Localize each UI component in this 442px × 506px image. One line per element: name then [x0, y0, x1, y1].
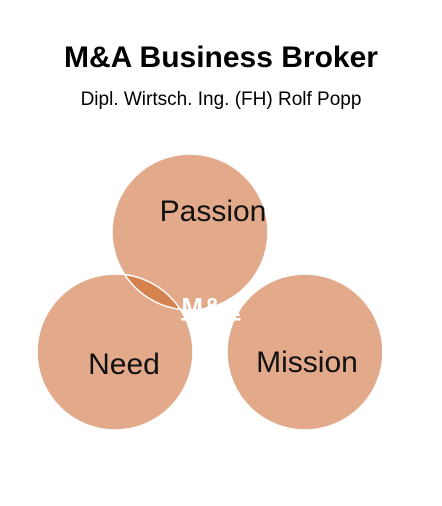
label-passion: Passion [160, 195, 267, 228]
label-need: Need [88, 348, 160, 381]
circle-need [37, 274, 193, 430]
page-subtitle: Dipl. Wirtsch. Ing. (FH) Rolf Popp [80, 89, 362, 110]
center-label: M&A [181, 292, 240, 322]
circle-mission [227, 274, 383, 430]
circle-passion [112, 154, 268, 310]
label-mission: Mission [256, 346, 358, 379]
outline-mission [226, 273, 384, 431]
page-title: M&A Business Broker [64, 41, 378, 74]
outline-need [36, 273, 194, 431]
outline-passion [111, 153, 269, 311]
